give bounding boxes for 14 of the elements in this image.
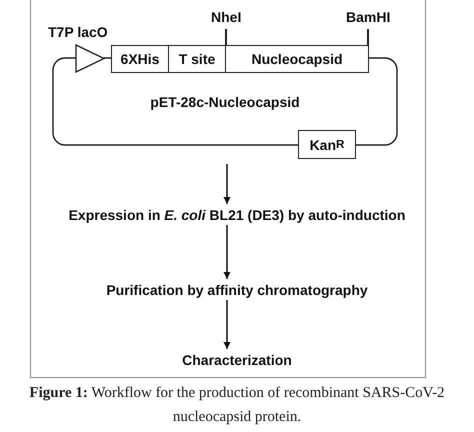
step-label: Characterization (182, 352, 292, 368)
figure-caption: Figure 1: Workflow for the production of recombinant SARS-CoV-2 nucleocapsid protein. (28, 384, 446, 427)
restriction-site-label: BamHI (346, 9, 390, 25)
gene-segment-box: 6XHis (111, 45, 169, 73)
arrow (224, 300, 230, 349)
plasmid-name: pET-28c-Nucleocapsid (149, 94, 301, 110)
arrow (224, 225, 230, 279)
promoter-label: T7P lacO (48, 24, 108, 40)
step-label: Expression in E. coli BL21 (DE3) by auto-induction (68, 207, 406, 223)
gene-segment-box: Nucleocapsid (225, 45, 369, 73)
gene-segment-box: T site (168, 45, 226, 73)
restriction-site-label: NheI (211, 9, 242, 25)
step-label: Purification by affinity chromatography (106, 282, 368, 298)
arrow (224, 164, 230, 204)
